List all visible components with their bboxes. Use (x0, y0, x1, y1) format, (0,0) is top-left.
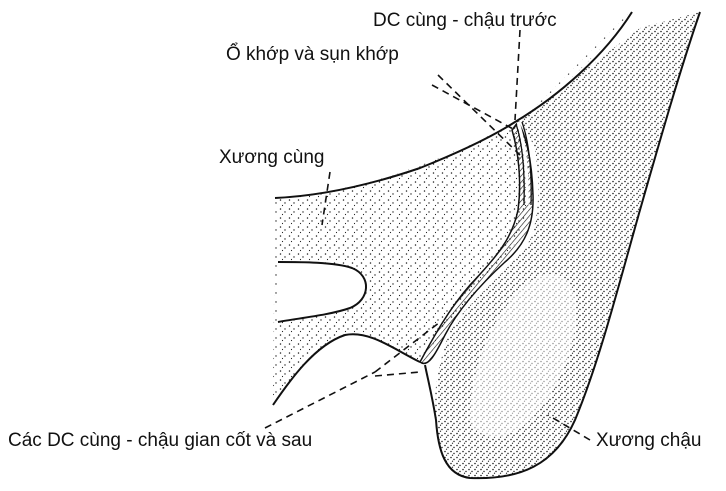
label-sacrum: Xương cùng (219, 148, 324, 167)
label-joint-cavity-and-cartilage: Ổ khớp và sụn khớp (226, 45, 399, 64)
label-interosseous-posterior-ligaments: Các DC cùng - chậu gian cốt và sau (8, 431, 312, 450)
leader-posterior-c (375, 372, 420, 376)
leader-anterior-ligament (515, 30, 520, 120)
label-anterior-sacroiliac-ligament: DC cùng - chậu trước (373, 11, 557, 30)
label-ilium: Xương chậu (596, 431, 701, 450)
leader-joint-cavity-b (432, 85, 515, 130)
